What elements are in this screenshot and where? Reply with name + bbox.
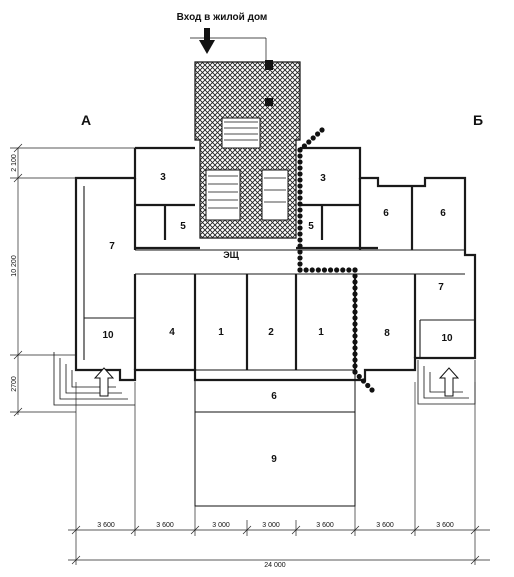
dim-left-2: 10 200 [11, 255, 18, 277]
partition-bead [297, 213, 303, 219]
partition-bead [297, 255, 303, 261]
partition-bead [352, 315, 358, 321]
room-6-b: 6 [440, 208, 446, 219]
room-1-right: 1 [318, 327, 324, 338]
partition-bead [340, 267, 346, 273]
partition-bead [352, 369, 358, 375]
partition-bead [352, 279, 358, 285]
partition-bead [297, 153, 303, 159]
room-9: 9 [271, 454, 277, 465]
partition-bead [297, 249, 303, 255]
partition-bead [306, 139, 312, 145]
partition-bead [352, 267, 358, 273]
lower-volume [194, 369, 356, 507]
room-7-left: 7 [109, 241, 115, 252]
partition-bead [352, 285, 358, 291]
dim-1: 3 600 [97, 522, 115, 529]
room-5-left: 5 [180, 221, 186, 232]
partition-bead [303, 267, 309, 273]
dim-4: 3 000 [262, 522, 280, 529]
partition-bead [352, 351, 358, 357]
room-10-right: 10 [441, 333, 453, 344]
partition-bead [297, 165, 303, 171]
partition-bead [352, 327, 358, 333]
room-5-right: 5 [308, 221, 314, 232]
axis-label-b: Б [473, 112, 483, 128]
partition-bead [360, 378, 367, 384]
partition-bead [352, 309, 358, 315]
dim-5: 3 600 [316, 522, 334, 529]
bottom-dimension-chain [68, 382, 490, 565]
partition-bead [297, 171, 303, 177]
room-3-right: 3 [320, 173, 326, 184]
room-6-a: 6 [383, 208, 389, 219]
partition-bead [297, 219, 303, 225]
dim-3: 3 000 [212, 522, 230, 529]
room-8: 8 [384, 328, 390, 339]
partition-bead [297, 183, 303, 189]
partition-bead [352, 291, 358, 297]
partition-bead [352, 363, 358, 369]
partition-bead [369, 387, 375, 393]
partition-bead [315, 131, 321, 137]
partition-bead [297, 195, 303, 201]
partition-bead [297, 231, 303, 237]
room-3-left: 3 [160, 172, 166, 183]
partition-bead [297, 207, 303, 213]
room-6-bottom: 6 [271, 391, 277, 402]
room-1-left: 1 [218, 327, 224, 338]
electrical-panel-mark: ЭЩ [223, 250, 239, 260]
partition-bead [352, 345, 358, 351]
dim-total: 24 000 [264, 562, 286, 569]
partition-bead [297, 243, 303, 249]
axis-label-a: А [81, 112, 91, 128]
partition-bead [297, 225, 303, 231]
dim-left-1: 2 100 [11, 154, 18, 172]
partition-bead [297, 177, 303, 183]
partition-bead [297, 201, 303, 207]
entrance-label: Вход в жилой дом [177, 12, 268, 23]
partition-bead [297, 189, 303, 195]
dim-2: 3 600 [156, 522, 174, 529]
partition-bead [297, 267, 303, 273]
room-10-left: 10 [102, 330, 114, 341]
partition-bead [346, 267, 352, 273]
partition-bead [297, 147, 303, 153]
partition-bead [319, 127, 325, 133]
partition-bead [310, 135, 316, 141]
partition-bead [321, 267, 328, 273]
partition-bead [334, 267, 340, 273]
partition-bead [352, 273, 358, 279]
new-partition-line [297, 127, 375, 393]
partition-bead [327, 267, 334, 273]
partition-bead [352, 333, 358, 339]
dim-7: 3 600 [436, 522, 454, 529]
partition-bead [352, 339, 358, 345]
left-dimension-chain [10, 143, 135, 417]
partition-bead [352, 321, 358, 327]
partition-bead [297, 159, 303, 165]
partition-bead [365, 382, 371, 389]
partition-bead [356, 373, 362, 380]
partition-bead [352, 297, 358, 303]
partition-bead [352, 357, 358, 363]
partition-bead [309, 267, 315, 273]
room-7-right: 7 [438, 282, 444, 293]
dim-left-3: 2700 [11, 376, 18, 392]
dim-6: 3 600 [376, 522, 394, 529]
room-2: 2 [268, 327, 274, 338]
partition-bead [301, 143, 307, 149]
partition-bead [297, 261, 303, 267]
building-walls [74, 146, 477, 382]
partition-bead [315, 267, 321, 273]
entrance-steps-left [53, 352, 135, 406]
partition-bead [352, 303, 358, 309]
entrance-arrow-icon [199, 28, 215, 54]
entrance-steps-right [417, 360, 476, 405]
residential-stair-block [190, 37, 301, 239]
room-4: 4 [169, 327, 175, 338]
partition-bead [297, 237, 303, 243]
